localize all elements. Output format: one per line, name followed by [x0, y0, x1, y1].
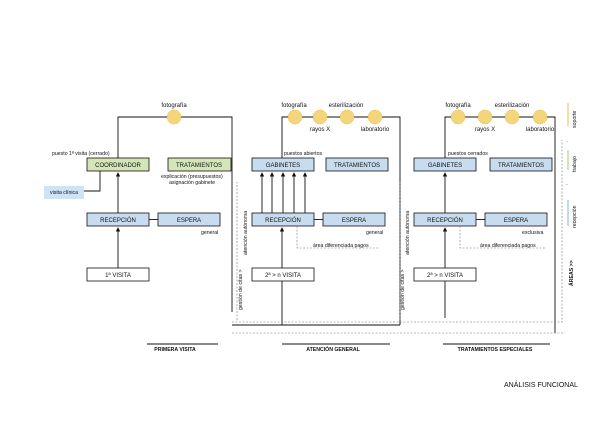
footer-label: ATENCIÓN GENERAL	[306, 345, 360, 353]
gestion-label: gestión de citas >	[400, 269, 406, 310]
recepcion-label: RECEPCIÓN	[100, 217, 136, 224]
dashed-loop-outer	[232, 140, 563, 323]
arrow-to-clinica	[79, 171, 101, 194]
footer-label: PRIMERA VISITA	[154, 347, 196, 353]
espera-label: ESPERA	[342, 218, 366, 224]
page-title: ANÁLISIS FUNCIONAL	[504, 380, 578, 389]
legend-trabajo: trabajo	[572, 156, 578, 172]
fotografia-label: fotografía	[281, 103, 307, 109]
general-label: general	[366, 230, 383, 236]
legend-areas: ÁREAS >>	[568, 260, 575, 286]
area-pagos-label: área diferenciada pagos	[313, 243, 369, 249]
espera-label: ESPERA	[177, 218, 201, 224]
primera-visita-box	[86, 267, 150, 282]
esterilizacion-bulb	[339, 109, 355, 125]
gabinetes-label: GABINETES	[428, 163, 462, 169]
fotografia-bulb	[166, 109, 182, 125]
area-pagos-label: área diferenciada pagos	[480, 243, 536, 249]
tratamientos-box	[325, 157, 389, 172]
area-pagos-line	[459, 226, 545, 249]
coordinador-label: COORDINADOR	[95, 163, 141, 169]
laboratorio-bulb	[367, 109, 383, 125]
laboratorio-label: laboratorio	[361, 127, 390, 133]
gabinetes-box	[413, 157, 477, 172]
tratamientos-label: TRATAMIENTOS	[498, 163, 544, 169]
fotografia-bulb	[450, 109, 466, 125]
visita-clinica-box	[44, 186, 84, 199]
primera-visita-label: 1ª VISITA	[105, 272, 131, 279]
atencion-autonoma-label: atención autónoma	[405, 211, 411, 255]
laboratorio-bulb	[532, 109, 548, 125]
visita-box	[251, 267, 315, 282]
recepcion-label: RECEPCIÓN	[265, 217, 301, 224]
coordinador-box	[86, 157, 150, 172]
legend-recepcion: recepción	[572, 205, 578, 228]
footer-label: TRATAMIENTOS ESPECIALES	[458, 347, 533, 353]
puestos-label: puestos cerrados	[448, 151, 488, 157]
gestion-label: gestión de citas >	[238, 269, 244, 310]
legend-dot-1: ·	[566, 139, 568, 145]
tratamientos-box	[489, 157, 553, 172]
visita-label: 2ª > n VISITA	[427, 272, 463, 279]
recepcion-label: RECEPCIÓN	[427, 217, 463, 224]
puesto-label: puesto 1ª visita (cerrado)	[52, 151, 110, 157]
asignacion-label: asignación gabinete	[169, 180, 215, 186]
fotografia-label: fotografía	[445, 103, 471, 109]
rayos-label: rayos X	[475, 127, 495, 133]
espera-box	[322, 212, 386, 227]
laboratorio-label: laboratorio	[526, 127, 555, 133]
esterilizacion-label: esterilización	[329, 103, 364, 109]
fotografia-label: fotografía	[161, 103, 187, 109]
gabinetes-box	[251, 157, 315, 172]
section-tratamientos-especiales: fotografía esterilización rayos X labora…	[400, 103, 556, 353]
esterilizacion-label: esterilización	[495, 103, 530, 109]
fotografia-bulb	[287, 109, 303, 125]
espera-box	[157, 212, 221, 227]
visita-clinica-label: visita clínica	[50, 190, 78, 196]
rayos-label: rayos X	[310, 127, 330, 133]
general-label: general	[201, 230, 218, 236]
explicacion-label: explicación (presupuestos)	[161, 174, 223, 180]
esterilizacion-bulb	[504, 109, 520, 125]
tratamientos-label: TRATAMIENTOS	[176, 163, 222, 169]
rayos-bulb	[477, 109, 493, 125]
loop-line	[444, 116, 556, 333]
section-atencion-general: fotografía esterilización rayos X labora…	[232, 103, 401, 353]
section-primera-visita: fotografía puesto 1ª visita (cerrado) CO…	[44, 103, 233, 353]
legend-soporte: soporte	[572, 111, 578, 128]
gabinete-arrows	[259, 172, 308, 213]
tratamientos-box	[167, 157, 232, 172]
exclusiva-label: exclusiva	[522, 230, 543, 236]
gabinetes-label: GABINETES	[266, 163, 300, 169]
legend-dot-2: ·	[566, 182, 568, 188]
puestos-label: puestos abiertos	[284, 151, 322, 157]
area-pagos-line	[296, 226, 380, 249]
tratamientos-label: TRATAMIENTOS	[334, 163, 380, 169]
rayos-bulb	[312, 109, 328, 125]
legend: soporte · trabajo · recepción ÁREAS >>	[566, 103, 578, 286]
espera-box	[484, 212, 548, 227]
visita-label: 2ª > n VISITA	[265, 272, 301, 279]
atencion-autonoma-label: atención autónoma	[243, 211, 249, 255]
espera-label: ESPERA	[504, 218, 528, 224]
